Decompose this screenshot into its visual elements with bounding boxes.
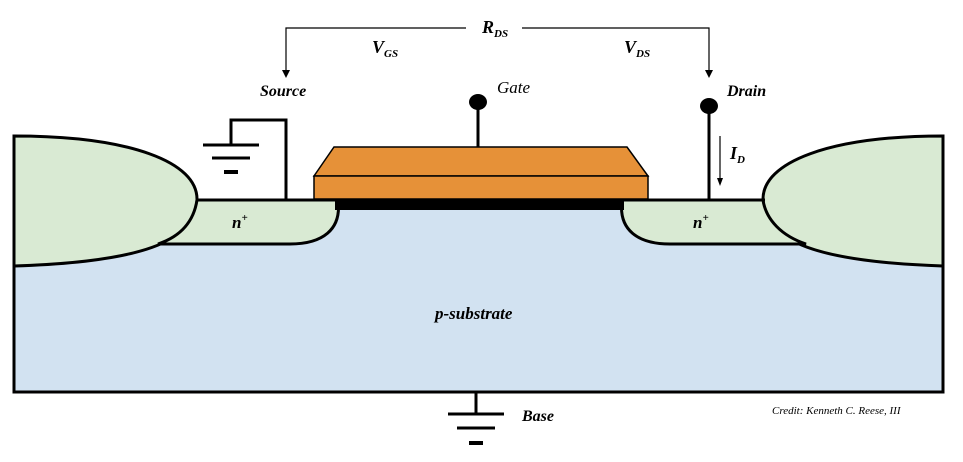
source-label: Source [260, 83, 306, 100]
n-plus-source-label: n+ [232, 212, 248, 232]
source-ground-wire [229, 118, 288, 200]
gate-terminal [469, 94, 487, 110]
rds-bracket-left [285, 27, 466, 72]
gate-electrode-front [313, 175, 649, 200]
vgs-label: VGS [372, 37, 398, 60]
base-label: Base [521, 408, 554, 425]
p-substrate-region [12, 262, 945, 394]
gate-label: Gate [497, 78, 531, 97]
drain-terminal [700, 98, 718, 114]
source-ground-icon [203, 143, 259, 174]
credit-text: Credit: Kenneth C. Reese, III [772, 405, 902, 417]
gate-electrode-top [312, 146, 650, 177]
vds-label: VDS [624, 37, 650, 60]
gate-oxide [335, 198, 624, 210]
n-plus-drain-label: n+ [693, 212, 709, 232]
base-ground-icon [448, 393, 504, 445]
substrate-label: p-substrate [433, 304, 513, 323]
rds-bracket-right [522, 27, 710, 72]
drain-label: Drain [726, 83, 766, 100]
drain-arrowhead [705, 70, 713, 78]
id-arrowhead [717, 178, 723, 186]
id-label: ID [729, 143, 745, 166]
rds-label: RDS [481, 17, 508, 40]
source-arrowhead [282, 70, 290, 78]
